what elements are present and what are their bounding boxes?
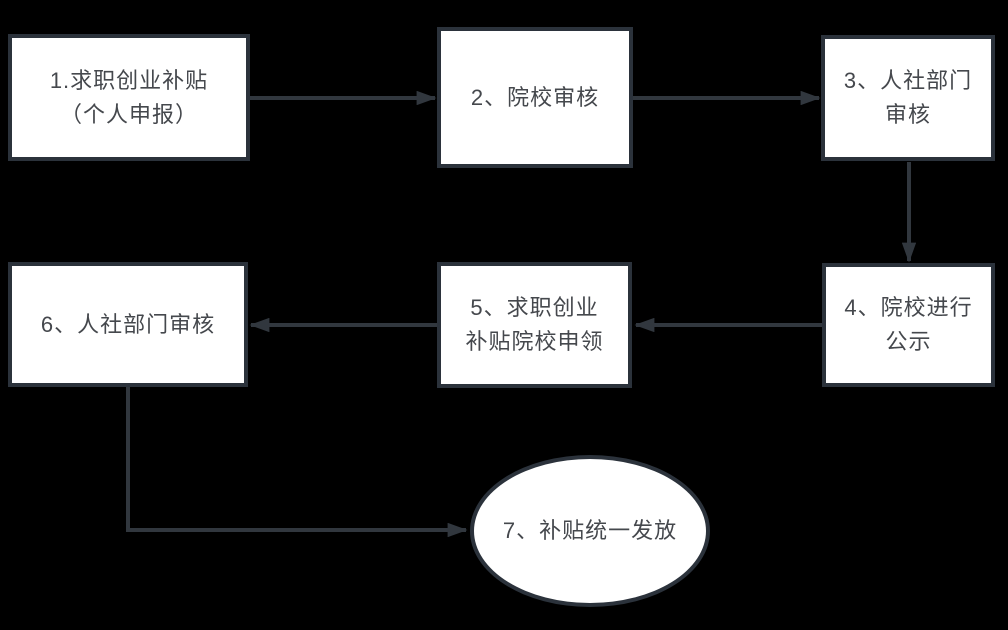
flow-node-5-label: 5、求职创业 补贴院校申领 (465, 295, 604, 354)
flow-node-4: 4、院校进行 公示 (822, 263, 995, 387)
flow-node-2: 2、院校审核 (437, 27, 633, 168)
flow-node-6-label: 6、人社部门审核 (40, 311, 216, 337)
flow-node-1-label: 1.求职创业补贴 （个人申报） (49, 67, 209, 127)
flow-node-3-label: 3、人社部门 审核 (843, 68, 973, 127)
flow-node-5: 5、求职创业 补贴院校申领 (437, 262, 632, 388)
flow-node-4-label: 4、院校进行 公示 (844, 295, 973, 354)
flow-node-7-label: 7、补贴统一发放 (502, 518, 678, 543)
flow-node-1: 1.求职创业补贴 （个人申报） (8, 34, 250, 161)
flow-node-2-label: 2、院校审核 (470, 84, 600, 110)
flow-node-6: 6、人社部门审核 (8, 262, 248, 387)
flow-node-7: 7、补贴统一发放 (470, 455, 710, 607)
flow-node-3: 3、人社部门 审核 (821, 35, 995, 161)
edge-6-7-arrow (126, 387, 468, 538)
